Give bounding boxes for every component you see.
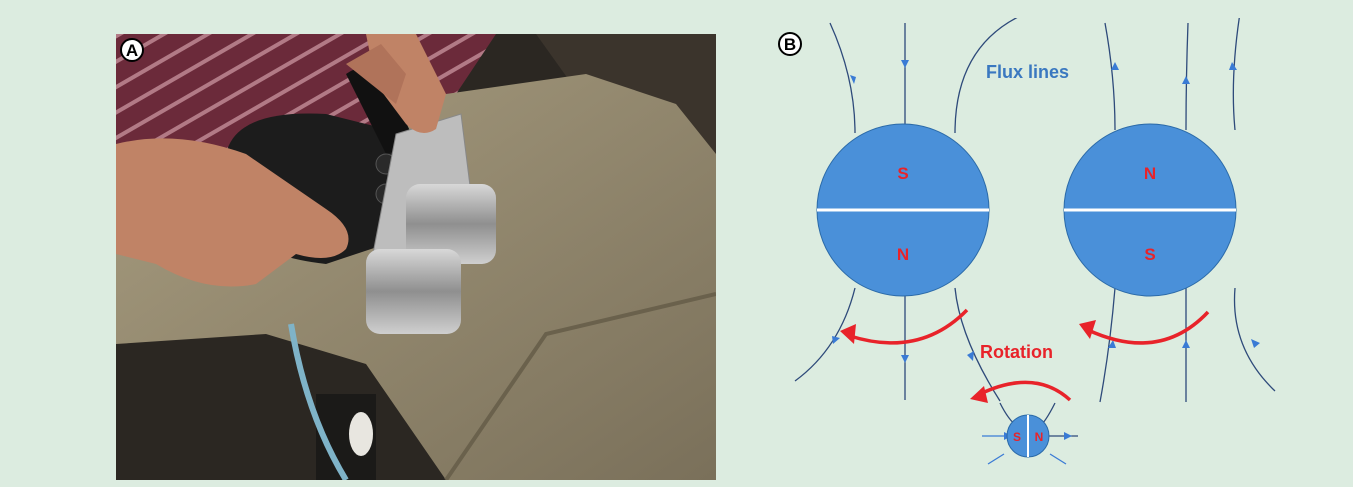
left-magnet-bottom-pole: N	[897, 245, 909, 264]
right-magnet-top-pole: N	[1144, 164, 1156, 183]
flux-lines-label: Flux lines	[986, 62, 1069, 82]
flux-diagram: B	[770, 18, 1290, 478]
panel-a-label: A	[126, 41, 138, 60]
left-magnet-top-pole: S	[897, 164, 908, 183]
small-magnet: S N	[982, 403, 1078, 464]
right-magnet: N S	[1064, 124, 1236, 296]
photo-panel: A	[116, 34, 716, 480]
small-magnet-left-pole: S	[1013, 430, 1021, 444]
right-rotation-arrow	[1079, 312, 1208, 343]
device-photo: A	[116, 34, 716, 480]
flux-diagram-panel: B	[770, 18, 1290, 478]
left-magnet: S N	[817, 124, 989, 296]
small-magnet-right-pole: N	[1035, 430, 1044, 444]
right-magnet-bottom-pole: S	[1144, 245, 1155, 264]
panel-b-label: B	[784, 35, 796, 54]
small-rotation-arrow	[970, 382, 1070, 403]
left-rotation-arrow	[840, 310, 967, 344]
rotation-label: Rotation	[980, 342, 1053, 362]
